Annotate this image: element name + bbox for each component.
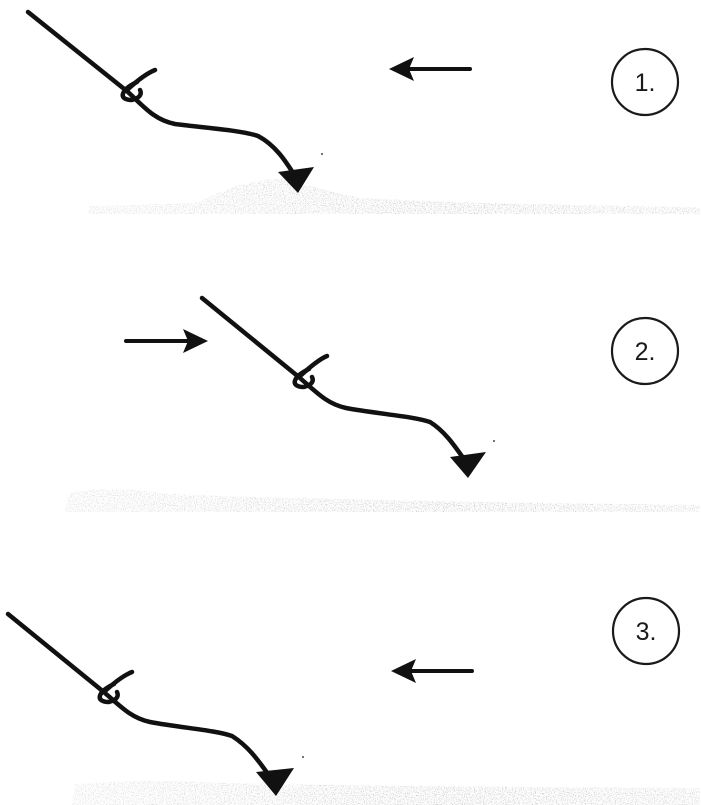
- step-label-3: 3.: [636, 618, 657, 646]
- jig-head-icon: [278, 167, 314, 193]
- jig-rod-icon: [5, 611, 304, 796]
- step-3-panel: 3.: [5, 596, 700, 805]
- jig-head-icon: [256, 768, 294, 796]
- seabed-sand-3: [72, 780, 700, 805]
- arrow-left-icon: [389, 57, 472, 81]
- arrow-right-icon: [124, 329, 208, 353]
- step-badge-2: 2.: [610, 316, 680, 386]
- step-badge-1: 1.: [610, 47, 680, 117]
- step-1-panel: 1.: [25, 9, 700, 214]
- jig-head-icon: [450, 452, 486, 478]
- step-label-1: 1.: [635, 69, 656, 97]
- arrow-left-icon: [391, 659, 474, 683]
- step-badge-3: 3.: [611, 596, 681, 666]
- step-label-2: 2.: [635, 338, 656, 366]
- step-2-panel: 2.: [65, 295, 700, 512]
- jig-rod-icon: [199, 295, 495, 478]
- seabed-sand-2: [65, 489, 700, 512]
- seabed-sand-1: [88, 178, 700, 214]
- jig-rod-icon: [25, 9, 323, 193]
